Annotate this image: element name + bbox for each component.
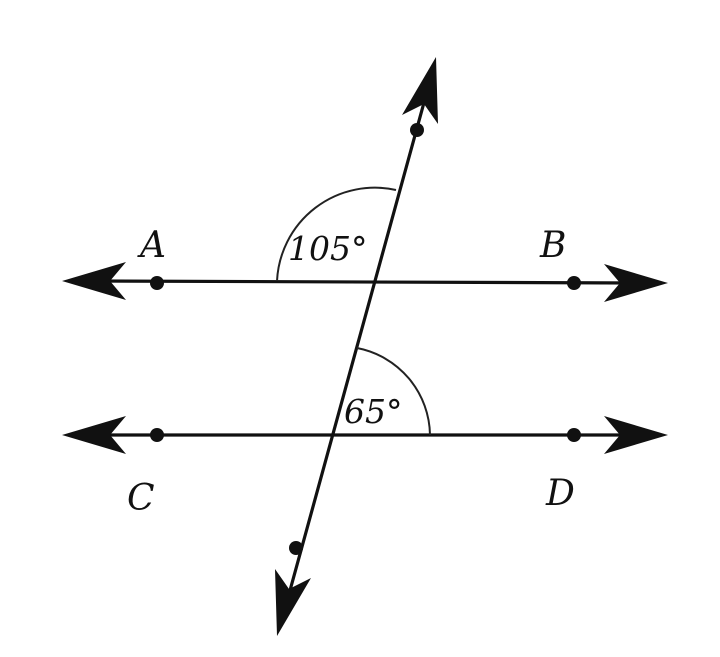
label-d: D — [545, 473, 575, 514]
line-cd-right-arrowhead — [604, 416, 668, 454]
line-ab-left-arrowhead — [62, 262, 126, 300]
angle-arc-upper — [276, 186, 397, 282]
label-c: C — [127, 478, 155, 519]
angle-label-upper: 105° — [288, 229, 368, 268]
point-c — [150, 428, 164, 442]
transversal-bottom-arrowhead — [275, 569, 311, 636]
point-b — [567, 276, 581, 290]
transversal-point-top — [410, 123, 424, 137]
transversal-line — [284, 86, 430, 607]
label-a: A — [137, 225, 166, 266]
point-a — [150, 276, 164, 290]
line-cd-left-arrowhead — [62, 416, 126, 454]
angle-label-lower: 65° — [344, 392, 403, 431]
line-ab-right-arrowhead — [604, 264, 668, 302]
transversal-top-arrowhead — [402, 57, 438, 124]
point-d — [567, 428, 581, 442]
line-ab — [93, 279, 642, 285]
angle-arc-lower — [356, 347, 431, 436]
label-b: B — [539, 225, 566, 266]
transversal-point-bottom — [289, 541, 303, 555]
